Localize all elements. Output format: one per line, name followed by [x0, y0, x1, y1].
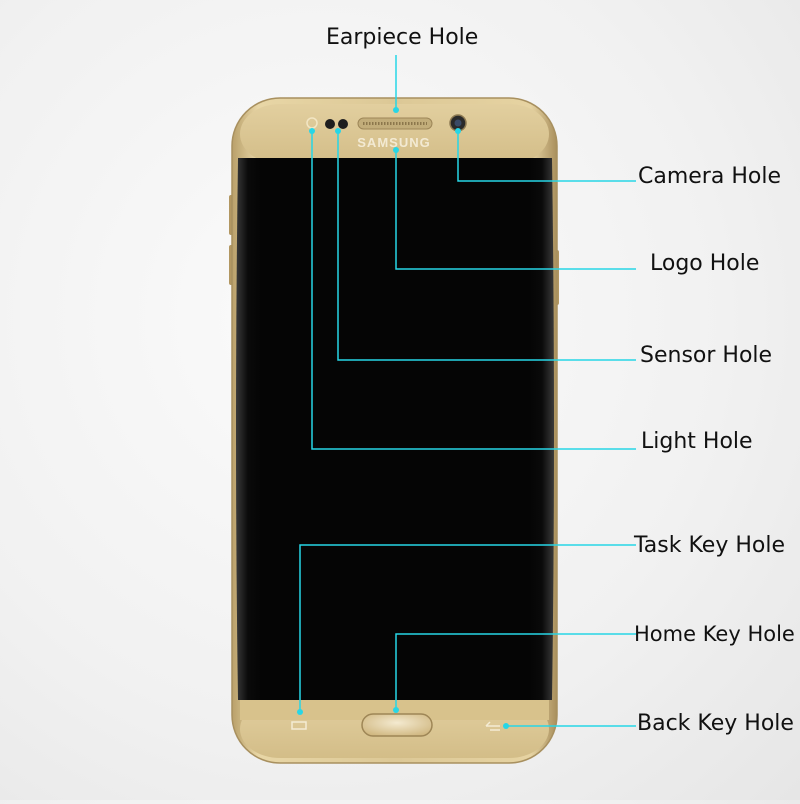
callout-dot-back: [503, 723, 509, 729]
callout-dot-home: [393, 707, 399, 713]
earpiece-grille: [357, 117, 433, 130]
callout-dot-earpiece: [393, 107, 399, 113]
callout-line-home: [395, 633, 636, 710]
camera-lens: [454, 119, 462, 127]
label-sensor-hole: Sensor Hole: [640, 343, 773, 368]
label-light-hole: Light Hole: [641, 429, 753, 454]
task-key-icon: [291, 721, 307, 730]
screen-left-edge: [236, 158, 260, 700]
callout-dot-light: [309, 128, 315, 134]
callout-lines: [299, 55, 636, 727]
brand-logo: SAMSUNG: [357, 135, 430, 150]
callout-line-camera: [457, 131, 636, 182]
callout-line-sensor: [337, 131, 636, 361]
callout-dots: [297, 107, 509, 729]
label-home-key-hole: Home Key Hole: [634, 622, 795, 646]
callout-line-light: [311, 131, 636, 450]
back-key-icon: [485, 721, 500, 731]
label-earpiece-hole: Earpiece Hole: [326, 25, 479, 50]
label-camera-hole: Camera Hole: [638, 164, 781, 189]
callout-dot-task: [297, 709, 303, 715]
callout-dot-camera: [455, 128, 461, 134]
callout-dot-logo: [393, 147, 399, 153]
screen-right-edge: [530, 158, 554, 700]
callout-line-logo: [395, 150, 636, 270]
callout-dot-sensor: [335, 128, 341, 134]
callout-line-task: [299, 544, 636, 712]
sensor-dot-1: [325, 119, 335, 129]
label-logo-hole: Logo Hole: [650, 251, 760, 276]
home-key: [361, 713, 433, 737]
label-task-key-hole: Task Key Hole: [634, 533, 786, 558]
top-bezel: [240, 104, 549, 164]
sensor-dot-2: [338, 119, 348, 129]
screen: [246, 158, 546, 700]
label-back-key-hole: Back Key Hole: [637, 711, 794, 736]
